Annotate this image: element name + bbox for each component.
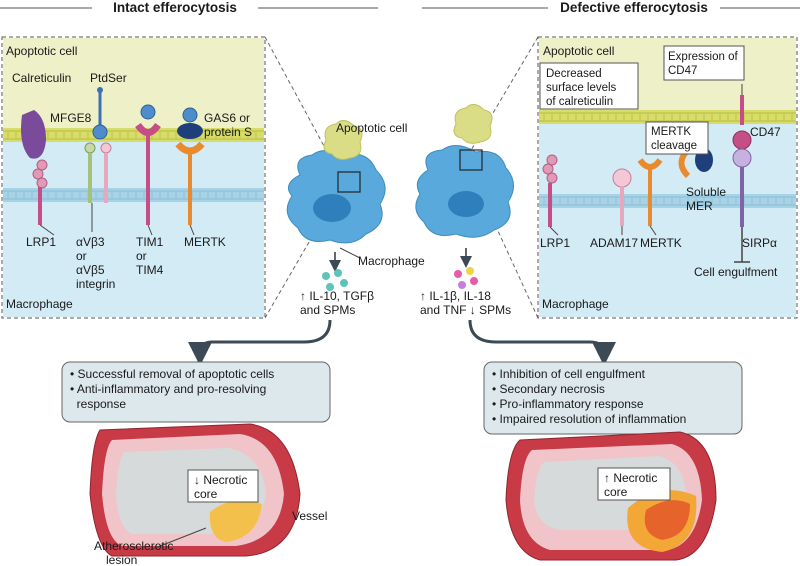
right-mertk-receptor — [637, 158, 663, 236]
right-inset: Decreased surface levels of calreticulin… — [537, 36, 798, 319]
header-left-title: Intact efferocytosis — [113, 0, 237, 15]
right-outcome-line-3: • Pro-inflammatory response — [492, 397, 644, 411]
adam17-protein — [612, 168, 632, 235]
tim-label-3: TIM4 — [136, 263, 164, 277]
cell-engulfment-label: Cell engulfment — [694, 265, 778, 279]
calret-callout-line-3: of calreticulin — [546, 96, 613, 108]
calreticulin-label: Calreticulin — [12, 71, 71, 85]
right-core-label-2: core — [604, 485, 628, 499]
right-outcome-line-1: • Inhibition of cell engulfment — [492, 367, 646, 381]
mfge8-integrin — [84, 124, 112, 232]
left-outcome-line-1: • Successful removal of apoptotic cells — [70, 367, 274, 381]
mertk-cleavage-callout: MERTK cleavage — [645, 121, 709, 155]
left-outcome-line-2: • Anti-inflammatory and pro-resolving — [70, 382, 266, 396]
integrin-label-1: αVβ3 — [76, 235, 105, 249]
tim-label-2: or — [136, 249, 147, 263]
integrin-label-3: αVβ5 — [76, 263, 105, 277]
left-lrp1-label: LRP1 — [26, 235, 56, 249]
calret-callout-line-1: Decreased — [546, 68, 602, 80]
tim-receptor — [135, 104, 161, 236]
left-necrotic-core-callout: ↓ Necrotic core — [187, 469, 259, 503]
left-flow-arrow — [188, 319, 332, 366]
calret-callout-line-2: surface levels — [546, 82, 617, 94]
header-right: Defective efferocytosis — [422, 0, 800, 15]
left-inset-macrophage-label: Macrophage — [6, 297, 73, 311]
right-outcome-line-4: • Impaired resolution of inflammation — [492, 412, 686, 426]
mertk-cleavage-line-2: cleavage — [651, 140, 697, 152]
right-core-label-1: ↑ Necrotic — [604, 471, 657, 485]
cd47-callout-line-1: Expression of — [668, 51, 738, 63]
lesion-label-2: lesion — [106, 553, 137, 566]
left-core-label-1: ↓ Necrotic — [194, 473, 247, 487]
integrin-label-2: or — [76, 249, 87, 263]
right-necrotic-core-callout: ↑ Necrotic core — [597, 467, 671, 501]
calreticulin-protein — [21, 110, 46, 159]
mertk-cleavage-line-1: MERTK — [651, 126, 691, 138]
right-outcome-box: • Inhibition of cell engulfment • Second… — [483, 361, 743, 435]
calreticulin-callout: Decreased surface levels of calreticulin — [539, 62, 639, 110]
left-outcome-cytokines-line-2: and SPMs — [300, 303, 355, 317]
lesion-label-1: Atherosclerotic — [94, 539, 173, 553]
cd47-sirpa — [732, 84, 752, 263]
soluble-mer-label-2: MER — [686, 199, 713, 213]
right-flow-arrow — [468, 319, 616, 366]
ptdser-label: PtdSer — [90, 71, 127, 85]
cd47-label: CD47 — [750, 125, 781, 139]
left-core-label-2: core — [194, 487, 218, 501]
lrp1-receptor — [32, 159, 55, 236]
header-right-title: Defective efferocytosis — [560, 0, 708, 15]
left-inset-apoptotic-cell-label: Apoptotic cell — [6, 44, 77, 58]
right-lrp1-receptor — [542, 154, 559, 236]
right-cytokine-dots — [454, 267, 478, 289]
center-left-macrophage — [286, 120, 386, 244]
center-apoptotic-cell-label: Apoptotic cell — [336, 121, 407, 135]
right-mertk-label: MERTK — [640, 236, 682, 250]
left-outcome-cytokines-line-1: ↑ IL-10, TGFβ — [300, 289, 374, 303]
right-lrp1-label: LRP1 — [540, 236, 570, 250]
right-outcome-line-2: • Secondary necrosis — [492, 382, 605, 396]
right-inset-apoptotic-cell-label: Apoptotic cell — [543, 44, 614, 58]
cd47-callout-line-2: CD47 — [668, 65, 697, 77]
gas6-label-1: GAS6 or — [204, 111, 250, 125]
header-left: Intact efferocytosis — [0, 0, 378, 15]
cd47-expression-callout: Expression of CD47 — [663, 45, 745, 81]
mfge8-label: MFGE8 — [50, 111, 92, 125]
soluble-mer-label-1: Soluble — [686, 185, 726, 199]
sirpa-label: SIRPα — [742, 236, 777, 250]
vessel-label: Vessel — [292, 509, 327, 523]
left-cytokine-dots — [322, 269, 348, 291]
left-outcome-line-3: response — [70, 397, 126, 411]
right-inset-macrophage-label: Macrophage — [542, 297, 609, 311]
left-inset: Apoptotic cell Calreticulin PtdSer MFGE8… — [1, 36, 266, 319]
gas6-label-2: protein S — [204, 125, 252, 139]
center-macrophage-label: Macrophage — [358, 254, 425, 268]
center-right-macrophage — [415, 104, 514, 238]
integrin-label-4: integrin — [76, 277, 115, 291]
left-outcome-box: • Successful removal of apoptotic cells … — [61, 361, 331, 423]
left-mertk-label: MERTK — [184, 235, 226, 249]
right-outcome-cytokines-line-2: and TNF ↓ SPMs — [420, 303, 511, 317]
adam17-label: ADAM17 — [590, 236, 638, 250]
tim-label-1: TIM1 — [136, 235, 164, 249]
right-outcome-cytokines-line-1: ↑ IL-1β, IL-18 — [420, 289, 491, 303]
gas6-mertk — [175, 107, 205, 236]
